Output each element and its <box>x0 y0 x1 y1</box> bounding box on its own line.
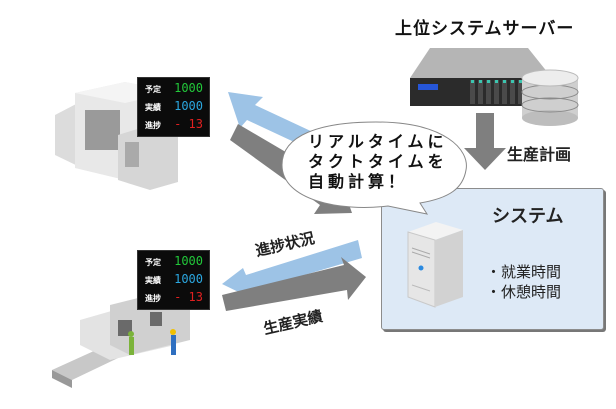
bottom-gray-arrow <box>222 257 366 311</box>
andon-board-top: 予定 1000 実績 1000 進捗 - 13 <box>137 77 210 137</box>
board-value-progress: - 13 <box>174 290 203 304</box>
upper-server-title: 上位システムサーバー <box>395 19 575 39</box>
board-label: 実績 <box>145 276 161 285</box>
board-value-plan: 1000 <box>174 254 203 268</box>
board-label: 予定 <box>145 85 161 94</box>
down-arrow <box>464 113 506 170</box>
database-icon <box>521 69 579 126</box>
board-label: 実績 <box>145 103 161 112</box>
bullet-break-hours: ・休憩時間 <box>486 283 562 301</box>
board-label: 進捗 <box>145 121 161 130</box>
pc-server-icon <box>407 222 463 308</box>
andon-board-bottom: 予定 1000 実績 1000 進捗 - 13 <box>137 250 210 310</box>
system-title: システム <box>492 206 564 227</box>
bullet-work-hours: ・就業時間 <box>486 263 562 281</box>
bottom-blue-arrow <box>222 240 362 299</box>
bubble-line: 自動計算！ <box>308 172 409 191</box>
bubble-line: リアルタイムに <box>308 132 448 151</box>
board-value-actual: 1000 <box>174 272 203 286</box>
production-plan-label: 生産計画 <box>507 145 572 164</box>
bubble-text: リアルタイムに タクトタイムを 自動計算！ <box>308 132 448 192</box>
board-label: 進捗 <box>145 294 161 303</box>
board-value-actual: 1000 <box>174 99 203 113</box>
board-value-plan: 1000 <box>174 81 203 95</box>
board-label: 予定 <box>145 258 161 267</box>
bubble-line: タクトタイムを <box>308 152 448 171</box>
rack-server-icon <box>410 48 552 106</box>
production-line-icon <box>52 290 190 388</box>
speech-bubble <box>281 121 467 215</box>
board-value-progress: - 13 <box>174 117 203 131</box>
